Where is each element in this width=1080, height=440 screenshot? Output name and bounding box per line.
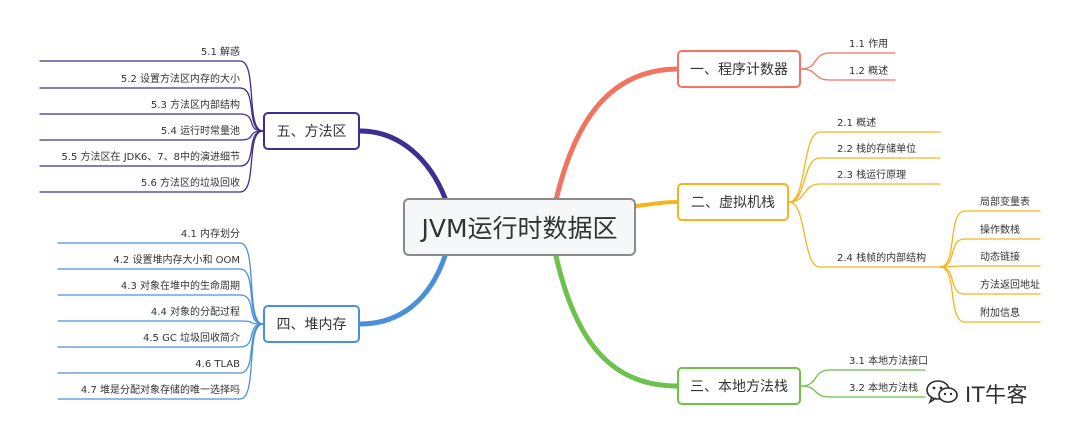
branch-node-method-area[interactable]: 五、方法区 bbox=[263, 112, 360, 150]
link-b2-1 bbox=[788, 131, 941, 203]
link-b5-3 bbox=[39, 113, 264, 132]
branch-node-pc-register[interactable]: 一、程序计数器 bbox=[677, 50, 801, 88]
leaf-2-2[interactable]: 2.2 栈的存储单位 bbox=[837, 144, 917, 155]
leaf-2-3[interactable]: 2.3 栈运行原理 bbox=[837, 170, 907, 181]
wechat-icon bbox=[925, 378, 959, 410]
leaf-2-4-4[interactable]: 方法返回地址 bbox=[980, 280, 1040, 291]
leaf-5-6[interactable]: 5.6 方法区的垃圾回收 bbox=[140, 178, 240, 189]
link-b2-4 bbox=[788, 201, 941, 268]
leaf-5-2[interactable]: 5.2 设置方法区内存的大小 bbox=[120, 74, 240, 85]
root-node[interactable]: JVM运行时数据区 bbox=[403, 198, 636, 256]
leaf-4-6[interactable]: 4.6 TLAB bbox=[195, 359, 240, 370]
leaf-5-5[interactable]: 5.5 方法区在 JDK6、7、8中的演进细节 bbox=[61, 152, 240, 163]
watermark: IT牛客 bbox=[925, 378, 1028, 410]
link-b4-2 bbox=[57, 268, 264, 325]
trunk-b3 bbox=[553, 253, 680, 389]
link-b2-sub-4 bbox=[939, 266, 1041, 295]
leaf-4-1[interactable]: 4.1 内存划分 bbox=[180, 229, 240, 240]
link-b4-1 bbox=[57, 242, 264, 325]
leaf-4-2[interactable]: 4.2 设置堆内存大小和 OOM bbox=[113, 255, 240, 266]
watermark-text: IT牛客 bbox=[965, 383, 1029, 407]
link-b2-2 bbox=[788, 157, 941, 203]
link-b2-3 bbox=[788, 183, 941, 203]
link-b4-4 bbox=[57, 320, 264, 325]
trunk-b1 bbox=[553, 66, 680, 203]
link-b1-1 bbox=[800, 52, 896, 70]
leaf-2-1[interactable]: 2.1 概述 bbox=[837, 118, 877, 129]
link-b5-5 bbox=[39, 130, 264, 167]
leaf-4-5[interactable]: 4.5 GC 垃圾回收简介 bbox=[143, 333, 240, 344]
leaf-4-7[interactable]: 4.7 堆是分配对象存储的唯一选择吗 bbox=[80, 385, 240, 396]
link-b5-2 bbox=[39, 87, 264, 132]
link-b2-sub-2 bbox=[939, 238, 1041, 268]
link-b2-sub-5 bbox=[939, 266, 1041, 323]
leaf-1-2[interactable]: 1.2 概述 bbox=[849, 66, 889, 77]
link-b5-1 bbox=[39, 60, 264, 132]
leaf-2-4[interactable]: 2.4 栈帧的内部结构 bbox=[837, 253, 927, 264]
trunk-b5 bbox=[357, 128, 448, 201]
leaf-2-4-2[interactable]: 操作数栈 bbox=[980, 225, 1020, 236]
trunk-b4 bbox=[357, 253, 448, 327]
leaf-2-4-5[interactable]: 附加信息 bbox=[980, 308, 1020, 319]
link-b2-sub-3 bbox=[939, 265, 1041, 268]
leaf-5-1[interactable]: 5.1 解惑 bbox=[200, 47, 240, 58]
branch-node-native-stack[interactable]: 三、本地方法栈 bbox=[677, 367, 801, 405]
link-b2-sub-1 bbox=[939, 210, 1041, 268]
leaf-3-2[interactable]: 3.2 本地方法栈 bbox=[849, 383, 919, 394]
link-b3-2 bbox=[800, 385, 926, 398]
branch-node-vm-stack[interactable]: 二、虚拟机栈 bbox=[677, 183, 789, 221]
leaf-5-3[interactable]: 5.3 方法区内部结构 bbox=[150, 100, 240, 111]
leaf-1-1[interactable]: 1.1 作用 bbox=[849, 39, 889, 50]
leaf-4-3[interactable]: 4.3 对象在堆中的生命周期 bbox=[120, 281, 240, 292]
trunk-b2 bbox=[634, 200, 679, 208]
link-b4-3 bbox=[57, 294, 264, 325]
leaf-3-1[interactable]: 3.1 本地方法接口 bbox=[849, 356, 929, 367]
leaf-2-4-1[interactable]: 局部变量表 bbox=[980, 197, 1030, 208]
link-b5-6 bbox=[39, 130, 264, 193]
leaf-4-4[interactable]: 4.4 对象的分配过程 bbox=[150, 307, 240, 318]
link-b4-7 bbox=[57, 323, 264, 400]
leaf-5-4[interactable]: 5.4 运行时常量池 bbox=[160, 126, 240, 137]
branch-node-heap[interactable]: 四、堆内存 bbox=[263, 305, 360, 343]
link-b3-1 bbox=[800, 369, 926, 387]
link-b1-2 bbox=[800, 68, 896, 81]
leaf-2-4-3[interactable]: 动态链接 bbox=[980, 252, 1020, 263]
